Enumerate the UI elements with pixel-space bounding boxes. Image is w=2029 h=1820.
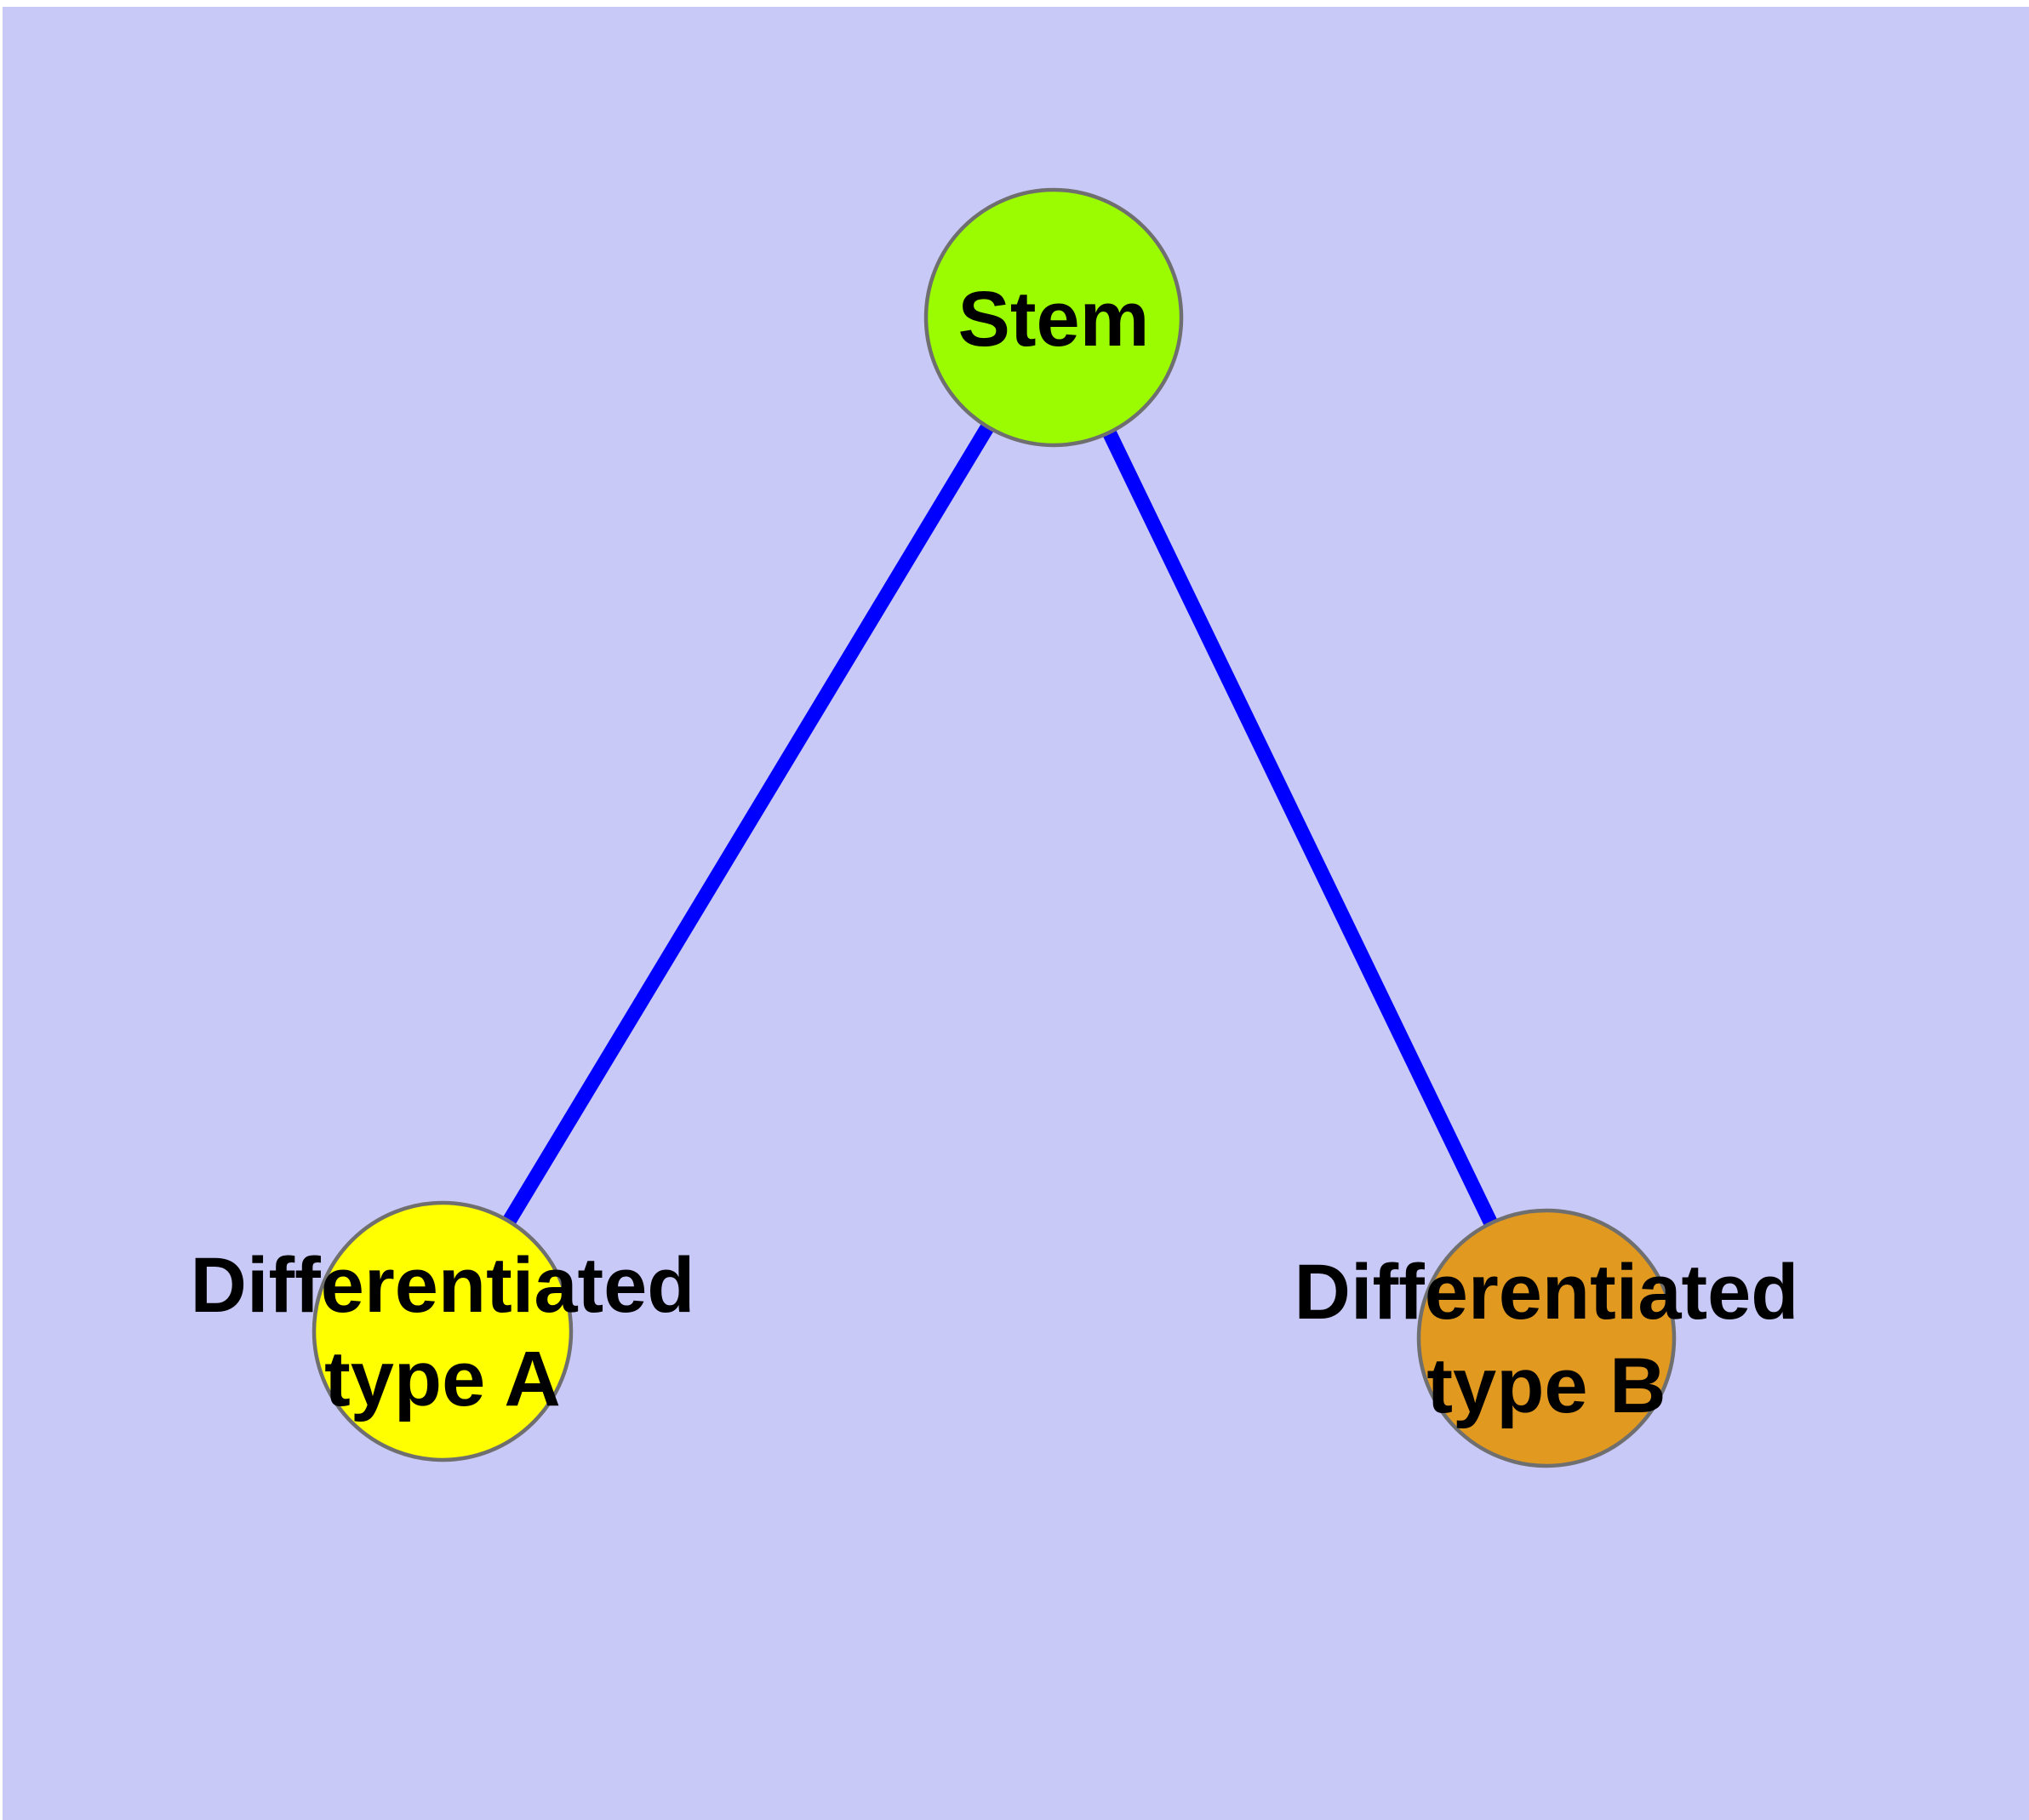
node-type-a-label-line2: type A [324, 1336, 561, 1422]
node-type-b-label-line2: type B [1426, 1342, 1666, 1429]
node-type-a-circle [311, 1200, 574, 1462]
node-type-a-label-line1: Differentiated [191, 1242, 695, 1329]
node-type-b-label-line1: Differentiated [1295, 1249, 1799, 1336]
node-stem-circle [923, 187, 1184, 448]
node-type-b-circle [1416, 1208, 1677, 1468]
edge-stem-to-type-a [436, 313, 1060, 1336]
edge-stem-to-type-b [1047, 314, 1553, 1342]
node-stem-label: Stem [958, 276, 1150, 363]
